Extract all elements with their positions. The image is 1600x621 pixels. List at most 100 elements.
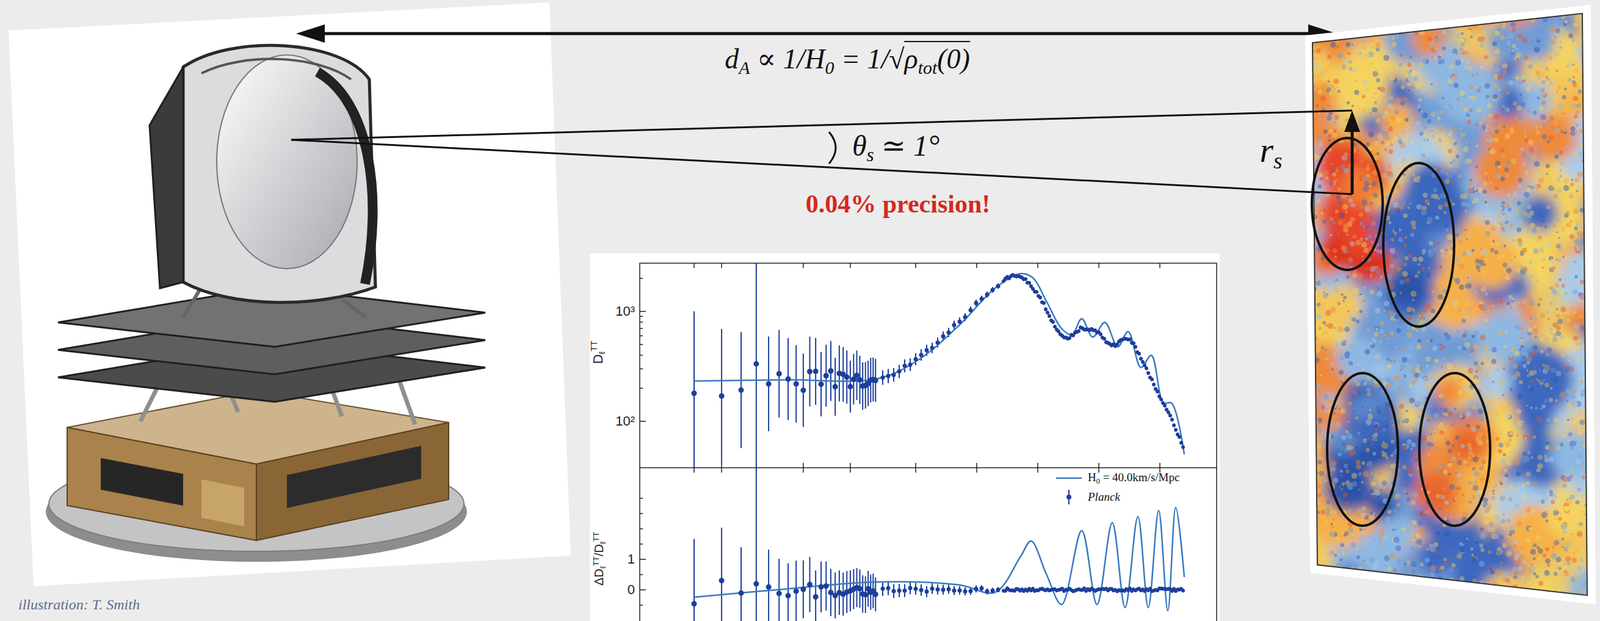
map-speck: [1314, 14, 1317, 16]
map-speck: [1518, 348, 1522, 352]
map-speck: [1522, 451, 1527, 457]
map-speck: [1521, 293, 1526, 298]
map-speck: [1548, 456, 1555, 463]
map-speck: [1357, 390, 1362, 395]
map-speck: [1587, 574, 1591, 578]
map-speck: [1418, 313, 1423, 319]
map-speck: [1383, 555, 1391, 562]
map-speck: [1587, 106, 1590, 110]
map-speck: [1368, 131, 1374, 138]
map-speck: [1554, 36, 1557, 39]
map-speck: [1494, 441, 1498, 446]
map-speck: [1369, 202, 1373, 206]
map-speck: [1504, 202, 1510, 209]
map-speck: [1328, 134, 1331, 137]
map-speck: [1336, 187, 1341, 192]
map-speck: [1567, 438, 1571, 442]
map-speck: [1574, 67, 1580, 74]
map-speck: [1409, 3, 1412, 7]
map-blob: [1432, 364, 1480, 411]
map-speck: [1389, 247, 1396, 254]
map-speck: [1329, 266, 1333, 269]
map-speck: [1307, 336, 1313, 342]
map-blob: [1450, 428, 1484, 462]
map-speck: [1568, 432, 1572, 436]
map-speck: [1369, 353, 1373, 357]
map-speck: [1435, 19, 1438, 22]
map-speck: [1355, 34, 1358, 38]
map-speck: [1589, 251, 1596, 258]
map-speck: [1528, 0, 1535, 7]
map-speck: [1437, 131, 1440, 134]
map-speck: [1384, 306, 1389, 311]
map-speck: [1579, 470, 1584, 475]
map-speck: [1312, 56, 1317, 61]
map-speck: [1505, 267, 1512, 273]
map-speck: [1357, 62, 1359, 65]
map-speck: [1338, 575, 1341, 578]
map-speck: [1567, 168, 1573, 174]
map-speck: [1520, 440, 1523, 442]
map-speck: [1342, 578, 1346, 582]
map-speck: [1499, 480, 1502, 483]
map-speck: [1371, 181, 1377, 187]
map-blob: [1382, 589, 1417, 621]
map-speck: [1440, 365, 1444, 369]
map-speck: [1495, 411, 1500, 417]
map-speck: [1352, 40, 1356, 44]
map-speck: [1522, 355, 1525, 358]
map-speck: [1562, 255, 1565, 259]
map-speck: [1545, 518, 1549, 523]
map-speck: [1556, 230, 1559, 233]
map-speck: [1543, 570, 1550, 576]
map-speck: [1526, 481, 1531, 486]
map-speck: [1463, 228, 1467, 232]
map-speck: [1439, 429, 1445, 435]
map-speck: [1504, 600, 1510, 606]
map-speck: [1394, 495, 1399, 500]
map-speck: [1476, 108, 1481, 113]
map-speck: [1545, 309, 1550, 314]
map-speck: [1436, 241, 1440, 245]
map-speck: [1489, 498, 1492, 502]
map-speck: [1406, 529, 1412, 535]
map-speck: [1548, 150, 1552, 154]
map-speck: [1507, 192, 1511, 197]
map-speck: [1429, 571, 1435, 577]
map-speck: [1513, 452, 1517, 456]
map-speck: [1482, 181, 1488, 186]
map-speck: [1483, 263, 1487, 267]
map-speck: [1564, 534, 1569, 538]
map-speck: [1537, 358, 1544, 366]
map-speck: [1328, 600, 1334, 605]
map-speck: [1458, 477, 1463, 482]
map-speck: [1324, 47, 1326, 50]
map-speck: [1501, 245, 1504, 248]
map-speck: [1306, 329, 1309, 331]
map-speck: [1422, 344, 1426, 347]
map-speck: [1499, 300, 1503, 304]
map-speck: [1314, 20, 1317, 23]
map-speck: [1338, 452, 1342, 457]
map-speck: [1442, 29, 1447, 35]
map-speck: [1440, 452, 1444, 455]
map-speck: [1415, 423, 1420, 428]
map-speck: [1327, 79, 1330, 83]
map-speck: [1310, 285, 1317, 292]
map-speck: [1457, 503, 1463, 508]
map-speck: [1474, 86, 1477, 88]
map-speck: [1545, 173, 1548, 176]
map-speck: [1498, 165, 1502, 169]
map-speck: [1460, 32, 1464, 36]
map-speck: [1403, 263, 1407, 267]
distance-arrow: [296, 24, 1337, 43]
map-speck: [1557, 236, 1561, 240]
map-speck: [1575, 103, 1581, 109]
map-speck: [1458, 546, 1466, 553]
map-blob: [1438, 61, 1501, 124]
map-speck: [1379, 15, 1385, 22]
map-speck: [1385, 424, 1389, 428]
map-speck: [1572, 551, 1577, 556]
map-speck: [1535, 575, 1539, 579]
map-speck: [1493, 4, 1499, 10]
